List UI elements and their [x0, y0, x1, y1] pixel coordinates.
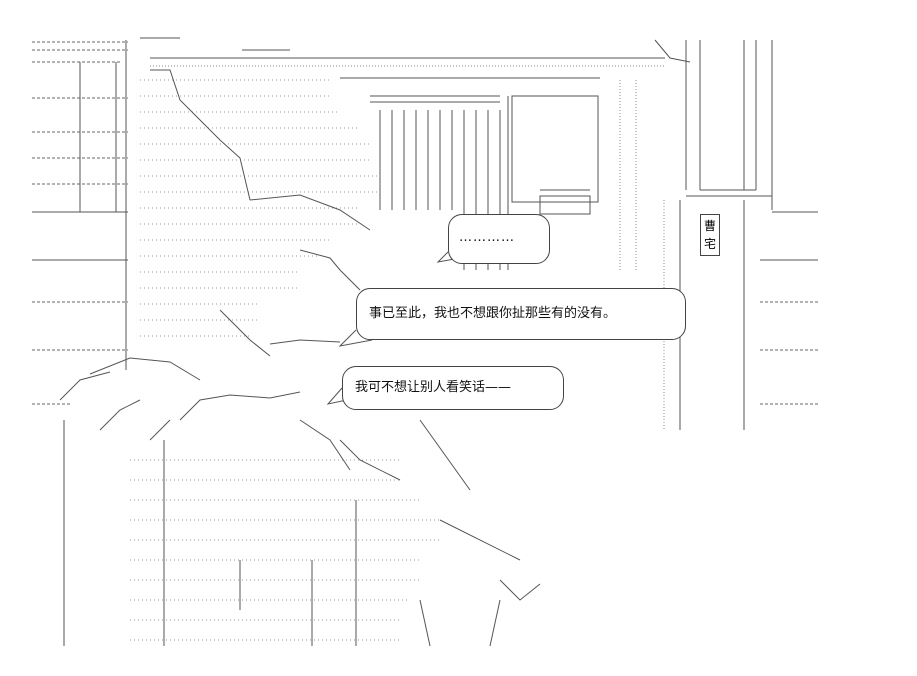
- house-sign: 曹 宅: [700, 214, 720, 256]
- sign-char-2: 宅: [703, 237, 716, 251]
- speech-bubble-ellipsis: …………: [448, 214, 550, 264]
- character-head: [140, 70, 380, 356]
- speech-bubble-line2: 我可不想让别人看笑话——: [342, 366, 564, 410]
- character-body: [60, 358, 540, 646]
- speech-ellipsis-text: …………: [459, 230, 515, 245]
- speech-line2-text: 我可不想让别人看笑话——: [355, 380, 512, 395]
- left-building-lines: [32, 40, 128, 404]
- speech-bubble-line1: 事已至此，我也不想跟你扯那些有的没有。: [356, 288, 686, 340]
- gate-posts: [664, 40, 818, 430]
- roof-lines: [140, 38, 690, 102]
- speech-line1-text: 事已至此，我也不想跟你扯那些有的没有。: [369, 306, 617, 321]
- sign-char-1: 曹: [703, 219, 716, 233]
